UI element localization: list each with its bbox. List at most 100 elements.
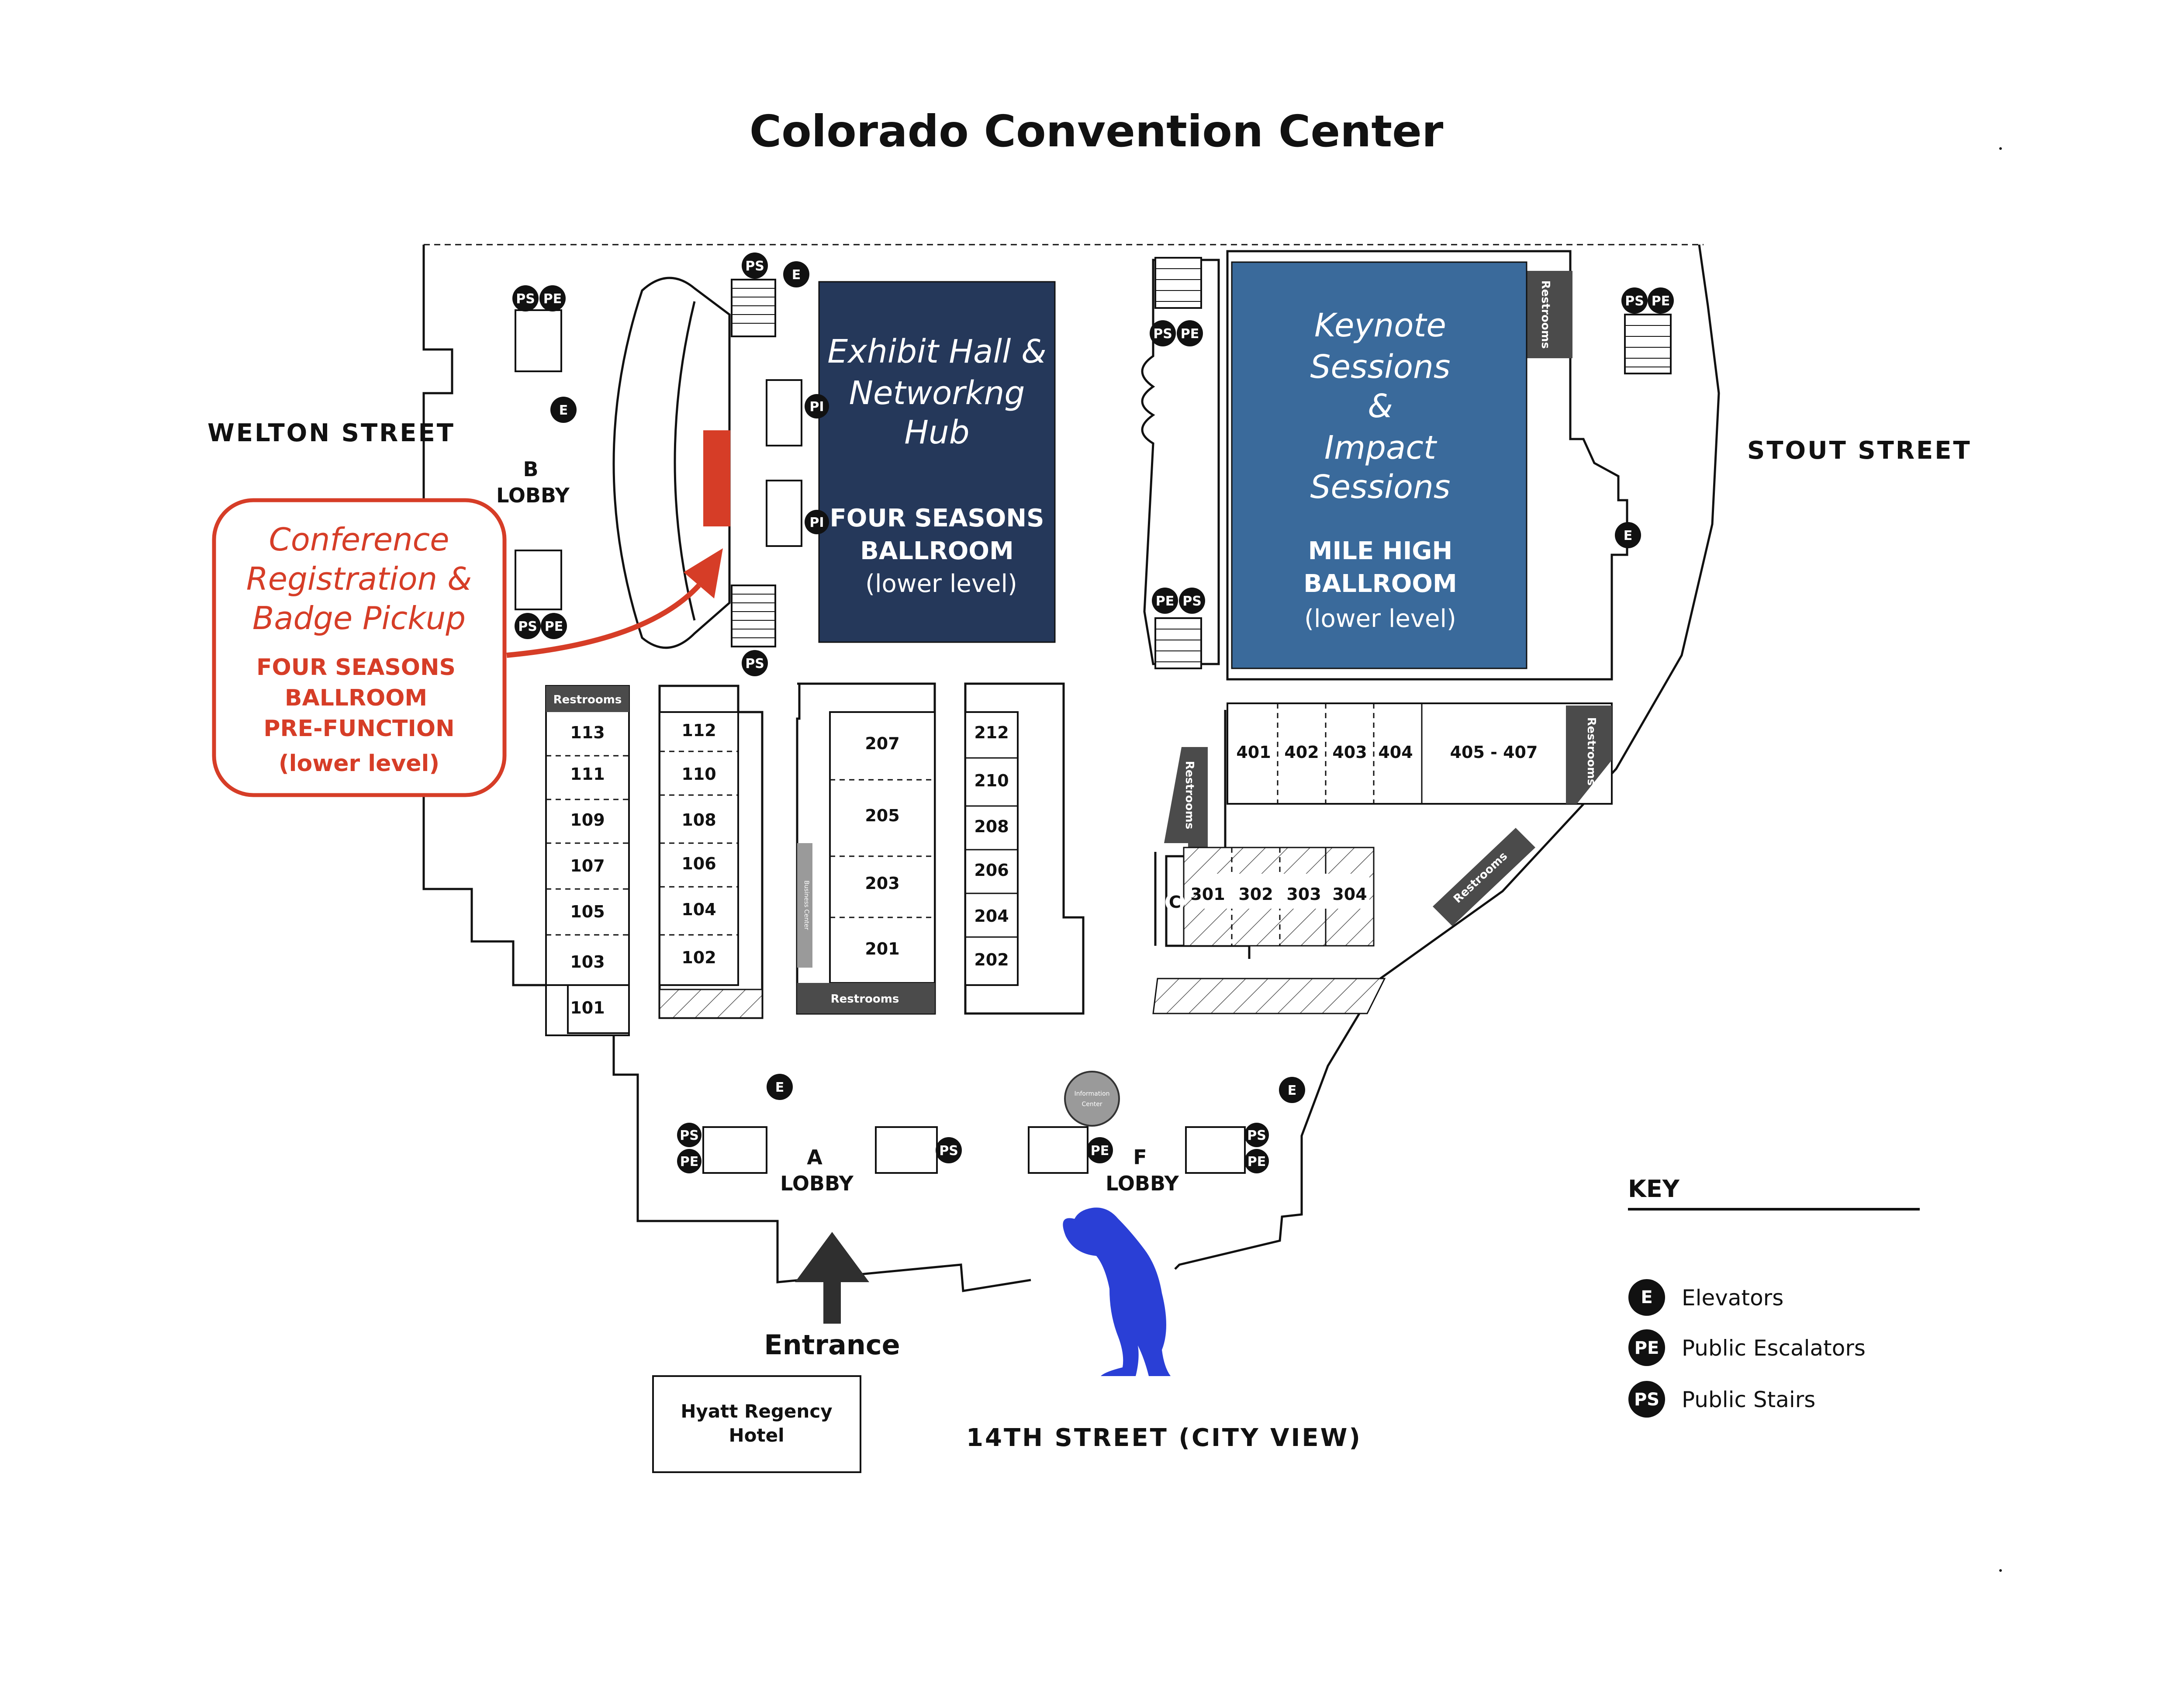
elevator-badge-icon[interactable]: E — [783, 261, 809, 287]
key-elevator-item: E Elevators — [1628, 1279, 1783, 1316]
prefunction-corridor — [612, 277, 731, 649]
svg-text:E: E — [1641, 1287, 1652, 1308]
escalator-badge-icon[interactable]: PE — [541, 613, 567, 639]
room-208[interactable]: 208 — [974, 817, 1009, 836]
elevator-badge-icon[interactable]: E — [1279, 1077, 1305, 1103]
escalator-badge-icon[interactable]: PE — [539, 285, 566, 311]
room-302[interactable]: 302 — [1238, 885, 1273, 904]
room-303[interactable]: 303 — [1286, 885, 1321, 904]
room-202[interactable]: 202 — [974, 950, 1009, 969]
room-101[interactable]: 101 — [570, 998, 605, 1017]
stairs-badge-icon[interactable]: PS — [1150, 320, 1176, 346]
restrooms-label: Restrooms — [831, 993, 899, 1006]
restrooms-label: Restrooms — [1585, 717, 1598, 786]
escalator-badge-icon[interactable]: PE — [677, 1149, 702, 1173]
room-405-407[interactable]: 405 - 407 — [1450, 743, 1538, 762]
escalator-badge-icon[interactable]: PI — [805, 394, 829, 419]
svg-text:PS: PS — [939, 1143, 958, 1159]
stairs-badge-icon[interactable]: PS — [1244, 1123, 1269, 1147]
stairs-badge-icon[interactable]: PS — [936, 1137, 962, 1163]
svg-text:PS: PS — [1625, 294, 1644, 309]
registration-room: BALLROOM — [285, 685, 427, 711]
restrooms-label: Restrooms — [553, 693, 622, 706]
escalator-block — [1185, 1126, 1246, 1174]
room-column-200-odd: Business Center Restrooms 207 205 203 20… — [796, 682, 936, 1015]
room-207[interactable]: 207 — [865, 734, 899, 753]
registration-callout[interactable]: Conference Registration & Badge Pickup F… — [212, 498, 507, 797]
stairs-badge-icon[interactable]: PS — [742, 253, 768, 279]
elevator-badge-icon[interactable]: E — [550, 397, 577, 423]
room-212[interactable]: 212 — [974, 723, 1009, 742]
room-201[interactable]: 201 — [865, 939, 899, 958]
escalator-badge-icon[interactable]: PE — [1087, 1137, 1113, 1163]
room-105[interactable]: 105 — [570, 902, 605, 921]
street-stout: STOUT STREET — [1747, 436, 1972, 465]
room-204[interactable]: 204 — [974, 906, 1009, 926]
stairs-badge-icon[interactable]: PS — [1621, 287, 1648, 314]
registration-room: PRE-FUNCTION — [263, 716, 454, 742]
key-escalator-item: PE Public Escalators — [1628, 1329, 1866, 1366]
lobby-f-label: LOBBY — [1106, 1172, 1179, 1195]
elevator-badge-icon[interactable]: E — [767, 1074, 793, 1100]
stairs-badge-icon[interactable]: PS — [742, 650, 768, 676]
room-108[interactable]: 108 — [681, 810, 716, 830]
room-column-100-even: 112 110 108 106 104 102 — [658, 685, 764, 1019]
business-center — [797, 843, 812, 968]
c-marker-label: C — [1169, 892, 1181, 912]
room-104[interactable]: 104 — [681, 900, 716, 919]
elevator-badge-icon[interactable]: E — [1615, 522, 1641, 548]
escalator-badge-icon[interactable]: PE — [1648, 287, 1674, 314]
room-401[interactable]: 401 — [1236, 743, 1271, 762]
room-112[interactable]: 112 — [681, 721, 716, 740]
room-110[interactable]: 110 — [681, 764, 716, 784]
room-402[interactable]: 402 — [1284, 743, 1319, 762]
information-center-label: Center — [1082, 1101, 1102, 1108]
restrooms-label: Restrooms — [1539, 280, 1552, 349]
escalator-block — [1028, 1126, 1089, 1174]
escalator-block — [515, 309, 562, 372]
room-column-200-even: 212 210 208 206 204 202 — [964, 682, 1085, 1015]
room-102[interactable]: 102 — [681, 948, 716, 967]
svg-text:E: E — [559, 403, 568, 418]
room-113[interactable]: 113 — [570, 723, 605, 742]
stairs-badge-icon[interactable]: PS — [677, 1123, 702, 1147]
registration-arrow — [506, 583, 701, 658]
room-403[interactable]: 403 — [1332, 743, 1367, 762]
escalator-badge-icon[interactable]: PE — [1152, 588, 1178, 614]
key-escalator-label: Public Escalators — [1682, 1335, 1866, 1361]
lobby-a-label: LOBBY — [780, 1172, 854, 1195]
exhibit-hall[interactable]: Exhibit Hall & Networkng Hub FOUR SEASON… — [818, 281, 1056, 643]
stairs-badge-icon[interactable]: PS — [1179, 588, 1205, 614]
room-111[interactable]: 111 — [570, 764, 605, 784]
room-210[interactable]: 210 — [974, 771, 1009, 790]
room-203[interactable]: 203 — [865, 874, 899, 893]
escalator-badge-icon[interactable]: PE — [1177, 320, 1203, 346]
stairs-badge-icon[interactable]: PS — [512, 285, 539, 311]
svg-text:PS: PS — [745, 656, 764, 671]
room-301[interactable]: 301 — [1190, 885, 1225, 904]
room-404[interactable]: 404 — [1378, 743, 1413, 762]
keynote-hall-room: MILE HIGH — [1308, 537, 1453, 565]
room-304[interactable]: 304 — [1332, 885, 1367, 904]
registration-room: FOUR SEASONS — [256, 654, 456, 681]
exhibit-hall-level: (lower level) — [865, 570, 1017, 598]
escalator-badge-icon[interactable]: PE — [1244, 1149, 1269, 1173]
room-205[interactable]: 205 — [865, 806, 899, 825]
svg-text:E: E — [1624, 528, 1633, 543]
information-center[interactable] — [1064, 1071, 1120, 1127]
room-206[interactable]: 206 — [974, 861, 1009, 880]
room-107[interactable]: 107 — [570, 856, 605, 875]
svg-text:PS: PS — [745, 259, 764, 274]
escalator-badge-icon[interactable]: PI — [805, 510, 829, 534]
stairs-badge-icon[interactable]: PS — [515, 613, 541, 639]
room-106[interactable]: 106 — [681, 854, 716, 873]
elevator-badge-icon — [1628, 1279, 1665, 1316]
exhibit-hall-name: Hub — [904, 414, 970, 451]
entrance-label: Entrance — [764, 1329, 900, 1361]
room-103[interactable]: 103 — [570, 952, 605, 972]
keynote-hall-room: BALLROOM — [1303, 570, 1457, 598]
svg-text:PS: PS — [1634, 1390, 1659, 1410]
room-109[interactable]: 109 — [570, 810, 605, 830]
keynote-hall[interactable]: Keynote Sessions & Impact Sessions MILE … — [1231, 261, 1527, 669]
escalator-block — [702, 1126, 767, 1174]
